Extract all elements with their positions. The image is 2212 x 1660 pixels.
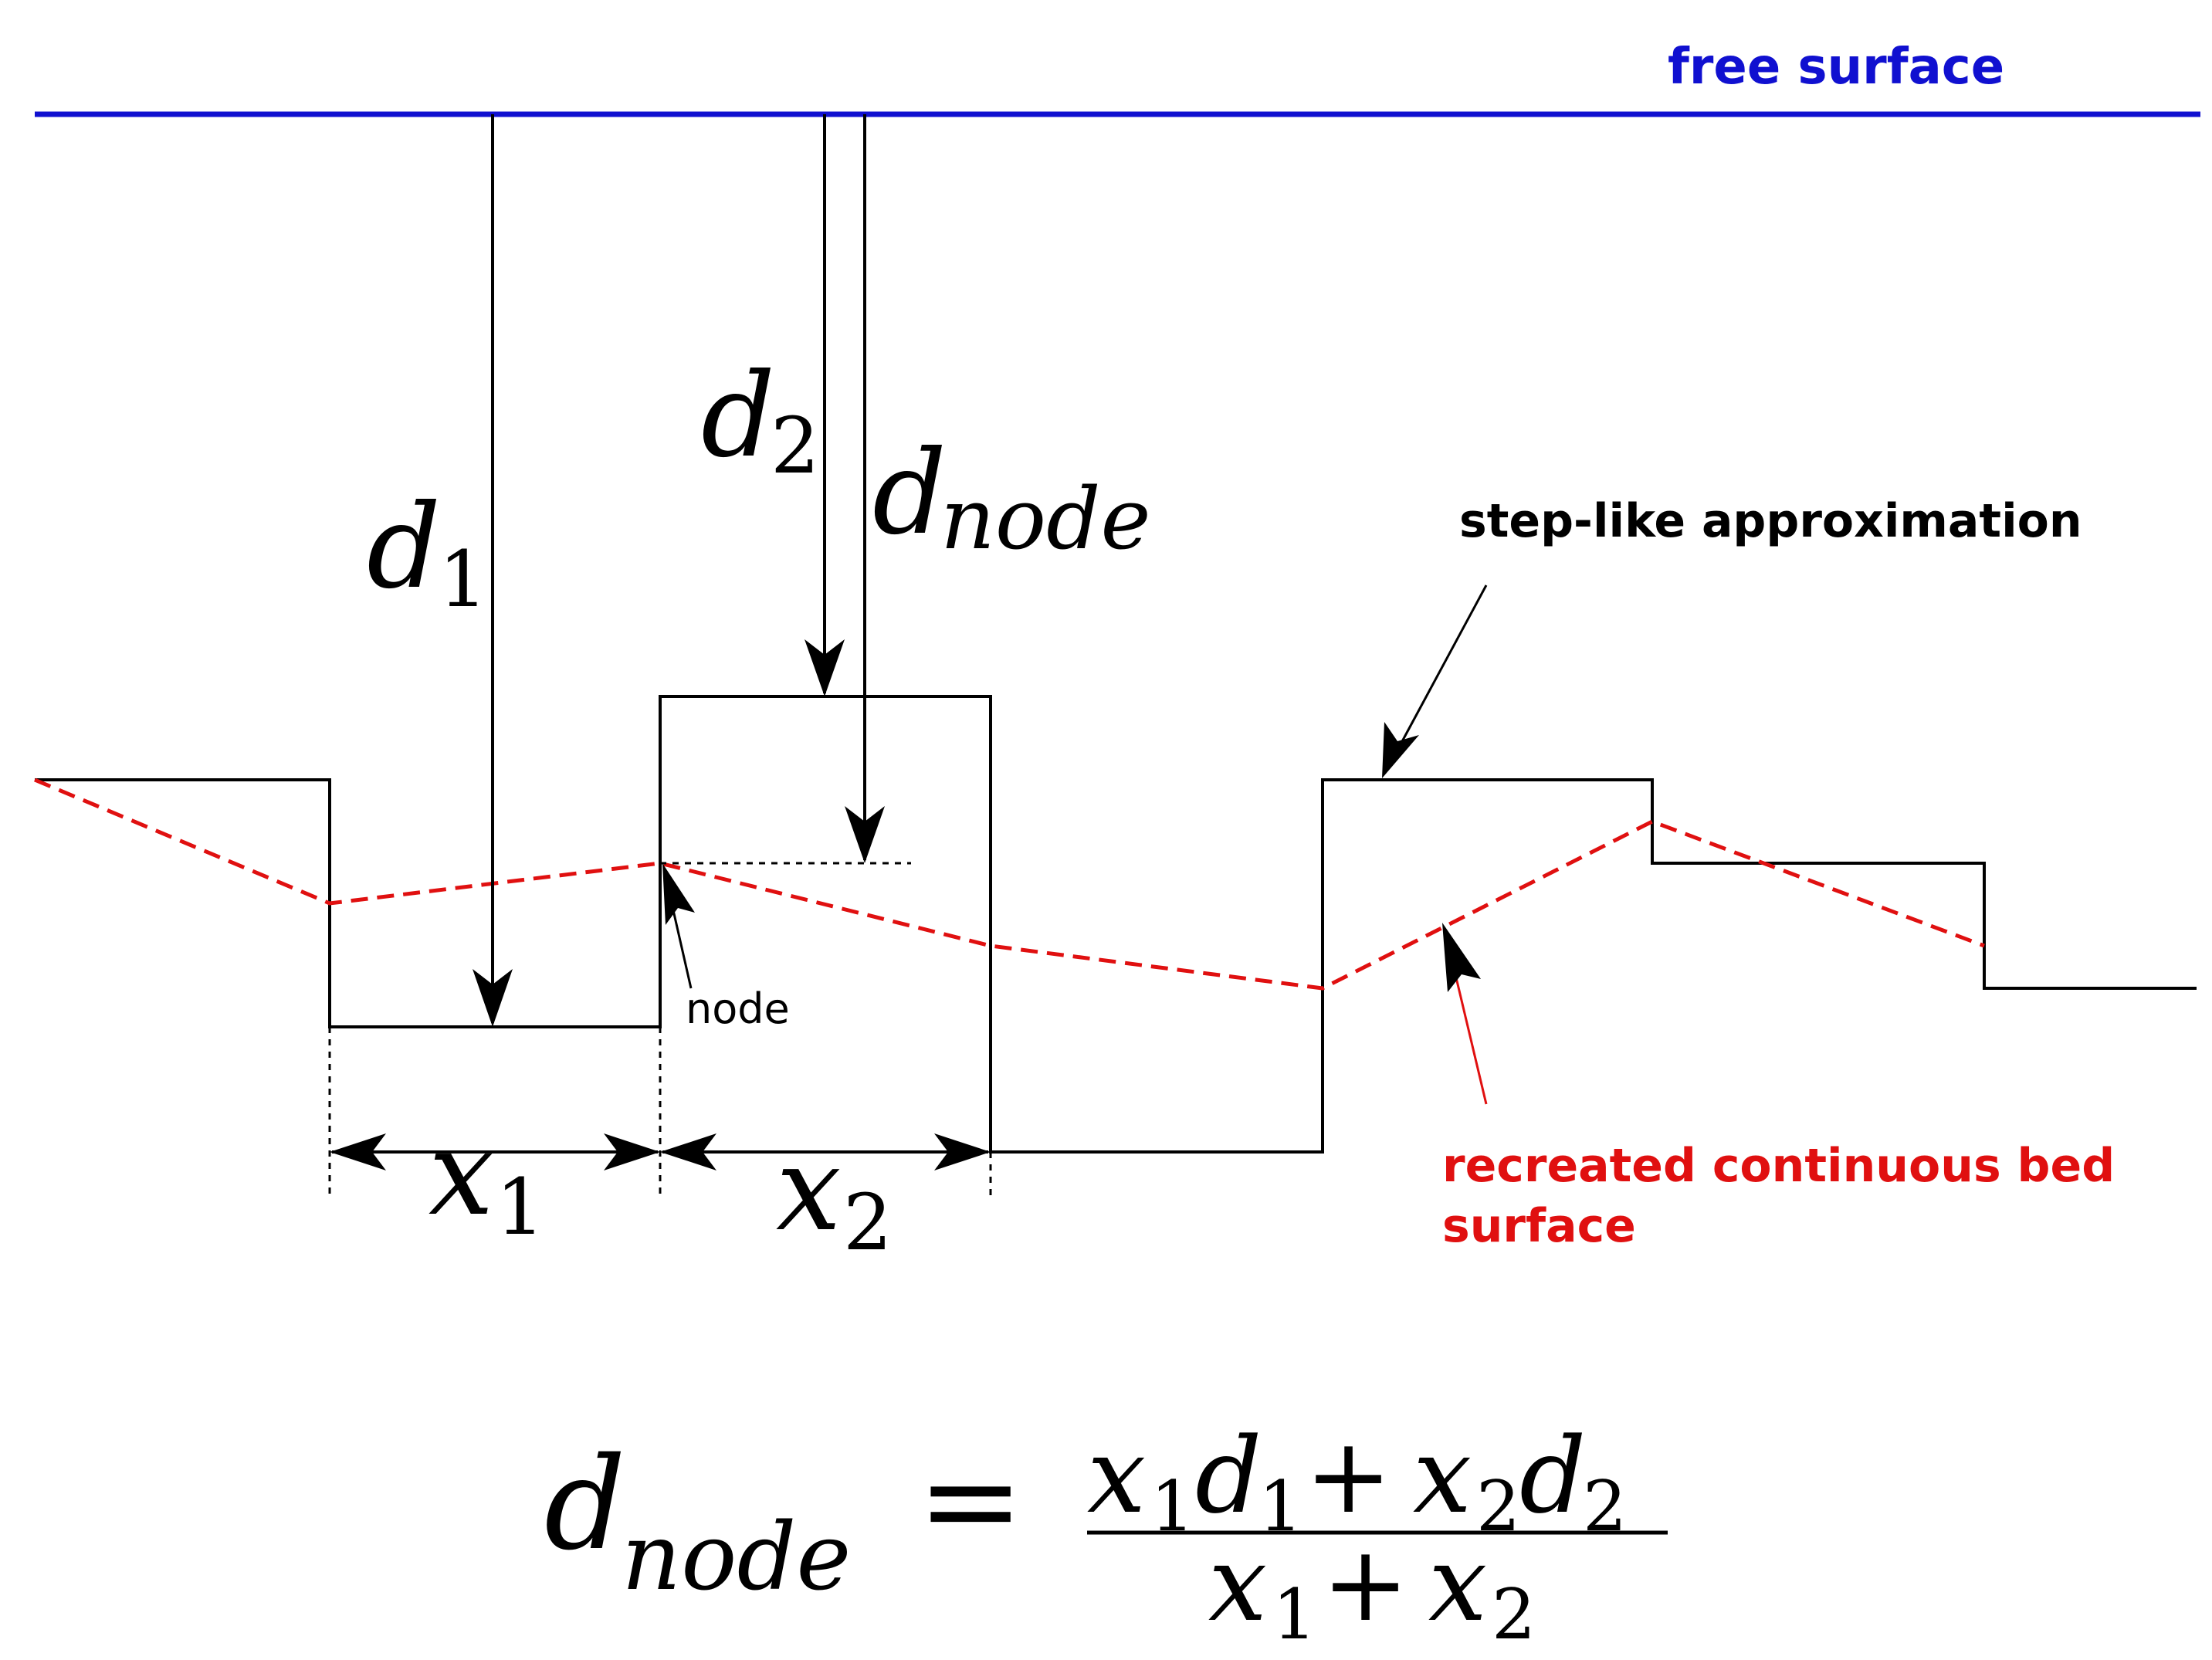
- x2-arrowhead-left: [660, 1133, 716, 1170]
- svg-text:+: +: [1305, 1415, 1392, 1536]
- d1-symbol: d 1: [367, 480, 488, 625]
- dnode-arrowhead: [845, 806, 885, 863]
- svg-text:x: x: [1428, 1523, 1487, 1645]
- svg-text:1: 1: [439, 534, 488, 625]
- svg-text:x: x: [429, 1107, 494, 1242]
- dnode-symbol: d node: [872, 426, 1151, 568]
- x2-arrowhead-right: [934, 1133, 991, 1170]
- node-label: node: [686, 984, 790, 1033]
- node-pointer-head: [662, 863, 695, 925]
- step-like-label: step-like approximation: [1459, 494, 2082, 548]
- recreated-label-line1: recreated continuous bed: [1442, 1139, 2115, 1193]
- svg-text:1: 1: [496, 1162, 545, 1252]
- svg-text:d: d: [367, 480, 441, 615]
- svg-text:x: x: [1087, 1415, 1146, 1536]
- svg-text:2: 2: [771, 401, 820, 491]
- svg-text:d: d: [872, 426, 947, 561]
- recreated-pointer-head: [1442, 923, 1481, 992]
- free-surface-label: free surface: [1668, 39, 2004, 96]
- step-like-pointer: [1388, 584, 1488, 765]
- d1-arrowhead: [473, 969, 513, 1027]
- recreated-label-line2: surface: [1442, 1199, 1636, 1253]
- svg-text:x: x: [776, 1123, 842, 1257]
- step-like-bed: [35, 695, 2197, 1154]
- x1-arrowhead-right: [604, 1133, 660, 1170]
- d2-symbol: d 2: [701, 349, 820, 491]
- svg-text:=: =: [917, 1426, 1024, 1574]
- svg-text:d: d: [701, 349, 775, 483]
- d2-arrowhead: [805, 639, 845, 696]
- svg-text:+: +: [1322, 1523, 1409, 1645]
- svg-text:d: d: [544, 1430, 626, 1578]
- weighted-depth-formula: d node = x 1 d 1 + x 2 d 2 x 1 + x 2: [544, 1415, 1668, 1655]
- svg-text:2: 2: [843, 1177, 893, 1268]
- step-like-pointer-head: [1382, 722, 1419, 778]
- svg-text:node: node: [940, 469, 1151, 568]
- svg-text:1: 1: [1150, 1466, 1194, 1547]
- svg-text:d: d: [1519, 1415, 1586, 1536]
- svg-text:x: x: [1413, 1415, 1472, 1536]
- svg-text:x: x: [1208, 1523, 1267, 1645]
- x1-symbol: x 1: [429, 1107, 545, 1252]
- svg-text:2: 2: [1492, 1574, 1536, 1655]
- recreated-bed-surface: [34, 777, 1985, 991]
- svg-text:d: d: [1195, 1415, 1262, 1536]
- svg-text:2: 2: [1583, 1466, 1627, 1547]
- svg-text:1: 1: [1272, 1574, 1316, 1655]
- x2-symbol: x 2: [776, 1123, 893, 1268]
- svg-text:node: node: [622, 1504, 851, 1611]
- x1-arrowhead-left: [330, 1133, 386, 1170]
